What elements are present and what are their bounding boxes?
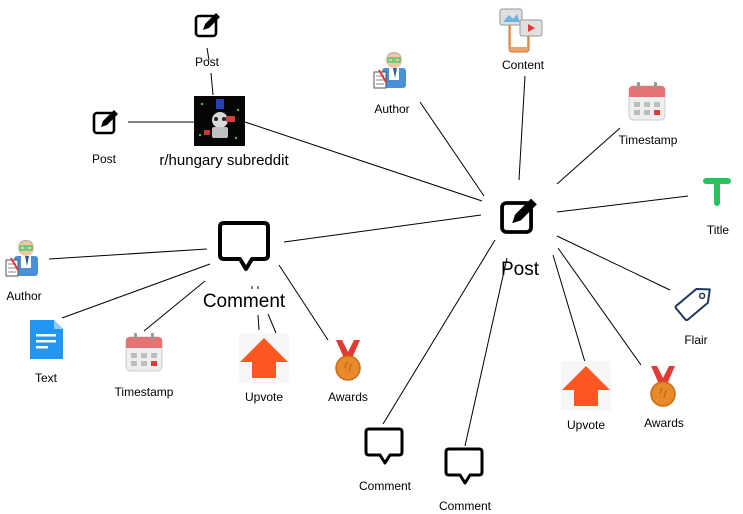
edge-comment-awards (278, 264, 329, 341)
edge-post-top-subreddit (206, 47, 210, 61)
post-comment-b-label: Comment (439, 499, 492, 513)
post-comment-a-label: Comment (359, 479, 412, 493)
subreddit-label: r/hungary subreddit (159, 152, 289, 169)
award-medal-icon (335, 339, 361, 381)
comment-timestamp-node: Timestamp (115, 332, 174, 399)
post-center-node: Post (500, 196, 540, 280)
comment-upvote-label: Upvote (245, 390, 283, 404)
comment-awards-node: Awards (328, 339, 368, 404)
post-awards-label: Awards (644, 416, 684, 430)
edge-post-comment-a (382, 239, 496, 425)
edge-comment-text (61, 263, 211, 319)
post-timestamp-node: Timestamp (619, 81, 678, 147)
post-flair-node: Flair (674, 287, 711, 347)
calendar-icon (628, 81, 666, 121)
post-top-label: Post (195, 55, 220, 69)
post-author-label: Author (374, 102, 409, 116)
subreddit-node: r/hungary subreddit (159, 96, 289, 169)
edge-post-author (419, 101, 485, 197)
comment-text-node: Text (30, 320, 63, 385)
edge-comment-timestamp (143, 280, 206, 332)
post-content-node: Content (499, 8, 545, 72)
edit-icon (92, 108, 120, 135)
post-comment-b-node: Comment (439, 447, 492, 513)
edge-comment-upvote-2 (267, 313, 277, 334)
comment-icon (364, 427, 404, 465)
edge-comment-author (48, 248, 208, 260)
comment-center-label: Comment (203, 291, 286, 312)
post-upvote-node: Upvote (561, 361, 611, 432)
edge-post-title (556, 195, 689, 213)
comment-upvote-node: Upvote (239, 333, 289, 404)
comment-timestamp-label: Timestamp (115, 385, 174, 399)
upvote-arrow-icon (561, 361, 611, 411)
comment-icon (444, 447, 484, 485)
calendar-icon (125, 332, 163, 372)
edge-post-flair (556, 235, 671, 291)
post-center-label: Post (501, 259, 540, 280)
post-title-node: Title (703, 178, 731, 237)
document-icon (30, 320, 63, 359)
award-medal-icon (650, 365, 676, 407)
comment-author-node: Author (5, 239, 42, 303)
post-timestamp-label: Timestamp (619, 133, 678, 147)
edge-post-comment-b (464, 257, 508, 447)
edge-post-top-subreddit-2 (210, 72, 214, 96)
post-top-node: Post (194, 11, 222, 69)
edit-icon (500, 196, 539, 234)
author-avatar-icon (373, 51, 407, 89)
edges (48, 47, 689, 447)
post-author-node: Author (373, 51, 410, 116)
upvote-arrow-icon (239, 333, 289, 383)
subreddit-avatar-icon (194, 96, 245, 146)
comment-center-node: Comment (203, 221, 286, 312)
post-left-label: Post (92, 152, 117, 166)
post-comment-a-node: Comment (359, 427, 412, 493)
post-content-label: Content (502, 58, 545, 72)
tag-icon (674, 287, 711, 322)
post-awards-node: Awards (644, 365, 684, 430)
title-t-icon (703, 178, 731, 206)
edit-icon (194, 11, 222, 38)
comment-author-label: Author (6, 289, 41, 303)
comment-icon (218, 221, 270, 271)
edge-comment-post (283, 214, 482, 243)
edge-comment-upvote-1 (257, 314, 260, 331)
post-upvote-label: Upvote (567, 418, 605, 432)
post-flair-label: Flair (684, 333, 707, 347)
edge-post-content (518, 75, 526, 181)
edge-post-timestamp (556, 127, 621, 185)
comment-text-label: Text (35, 371, 58, 385)
post-title-label: Title (707, 223, 730, 237)
comment-awards-label: Awards (328, 390, 368, 404)
edge-subreddit-post (244, 121, 483, 202)
content-media-icon (499, 8, 543, 53)
edge-post-upvote (552, 254, 586, 363)
author-avatar-icon (5, 239, 39, 277)
post-left-node: Post (92, 108, 120, 166)
edge-post-awards (557, 247, 642, 366)
